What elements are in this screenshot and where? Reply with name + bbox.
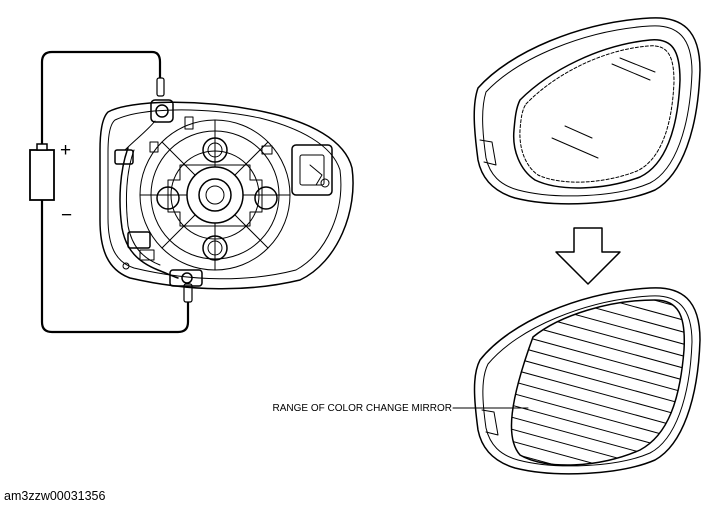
battery-circuit: + − [29, 50, 193, 334]
figure-id-caption: am3zzw00031356 [4, 489, 106, 503]
circuit-wire [40, 50, 162, 152]
plus-label: + [60, 140, 71, 161]
minus-label: − [61, 205, 72, 226]
probe-pin-lower [183, 283, 193, 303]
circuit-wire-lower [40, 198, 190, 334]
probe-pin-upper [156, 77, 165, 97]
battery-terminal [36, 143, 48, 151]
color-change-hatch [511, 300, 685, 466]
mirror-color-change [473, 287, 701, 475]
mirror-back-housing [99, 99, 354, 290]
battery [29, 149, 55, 201]
down-arrow [555, 227, 621, 285]
range-label: RANGE OF COLOR CHANGE MIRROR [273, 403, 452, 414]
mirror-normal [473, 17, 701, 205]
